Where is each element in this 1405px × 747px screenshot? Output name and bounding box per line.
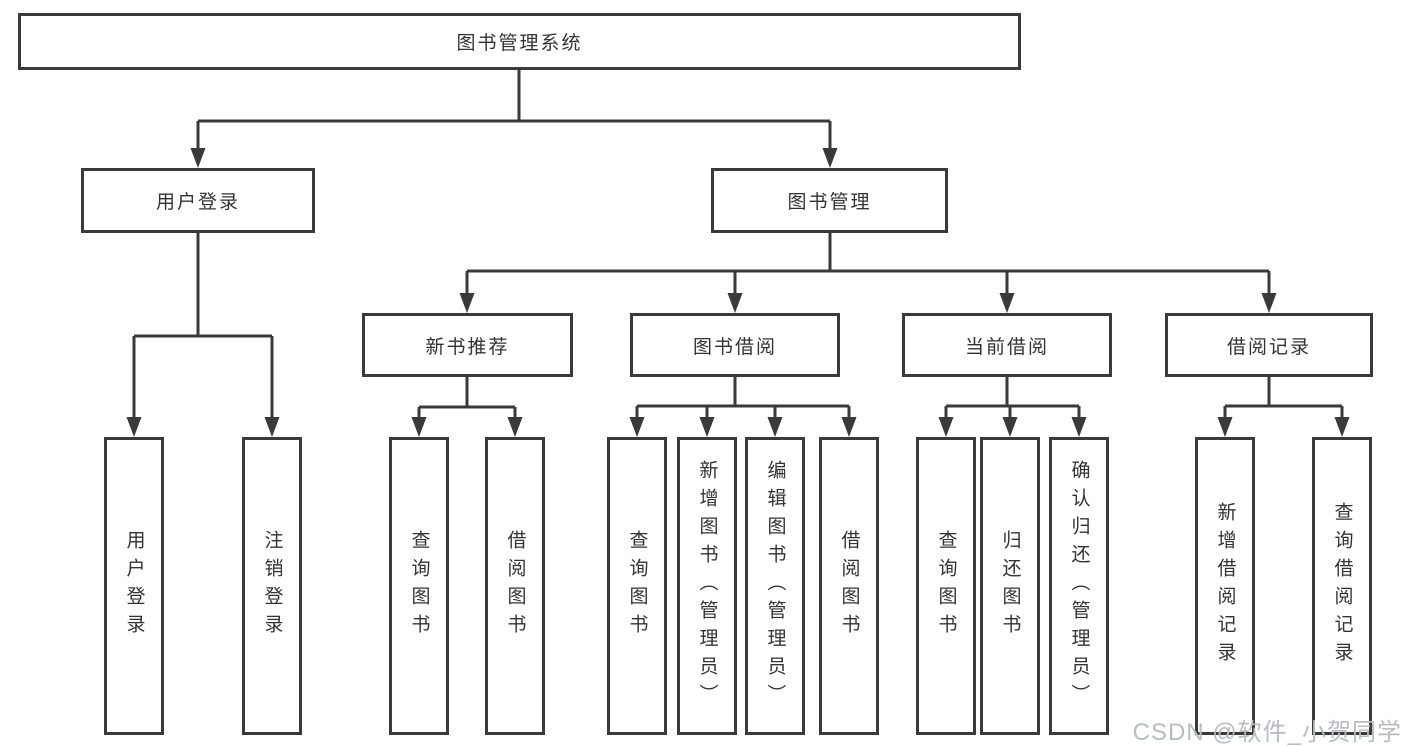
arrowhead-icon <box>411 417 427 437</box>
connector-path <box>132 233 274 421</box>
node-root: 图书管理系统 <box>18 13 1021 70</box>
node-leaf-add-borrow-record: 新增借阅记录 <box>1195 437 1255 735</box>
node-label: 查询图书 <box>408 530 430 642</box>
node-label: 查询借阅记录 <box>1331 502 1353 670</box>
node-label: 用户登录 <box>123 530 145 642</box>
arrowhead-icon <box>507 417 523 437</box>
connector-path <box>196 70 832 152</box>
arrowhead-icon <box>938 417 954 437</box>
arrowhead-icon <box>1217 417 1233 437</box>
node-leaf-return-book: 归还图书 <box>980 437 1040 735</box>
node-label: 编辑图书（管理员） <box>764 460 786 712</box>
arrowhead-icon <box>190 148 206 168</box>
node-label: 查询图书 <box>626 530 648 642</box>
node-leaf-query-book-current: 查询图书 <box>916 437 976 735</box>
node-new-book-recommend: 新书推荐 <box>362 313 573 377</box>
arrowhead-icon <box>767 417 783 437</box>
node-leaf-borrow-book-recommend: 借阅图书 <box>485 437 545 735</box>
connector-path <box>465 233 1271 297</box>
arrowhead-icon <box>1002 417 1018 437</box>
node-label: 借阅图书 <box>504 530 526 642</box>
node-leaf-confirm-return-admin: 确认归还（管理员） <box>1049 437 1109 735</box>
node-leaf-add-book-admin: 新增图书（管理员） <box>677 437 737 735</box>
node-current-borrow: 当前借阅 <box>902 313 1112 377</box>
arrowhead-icon <box>1334 417 1350 437</box>
node-label: 查询图书 <box>935 530 957 642</box>
node-leaf-query-book-borrow: 查询图书 <box>607 437 667 735</box>
node-book-borrow: 图书借阅 <box>630 313 840 377</box>
node-borrow-records: 借阅记录 <box>1165 313 1373 377</box>
node-leaf-logout: 注销登录 <box>242 437 302 735</box>
connector-path <box>417 377 517 421</box>
node-label: 确认归还（管理员） <box>1068 460 1090 712</box>
arrowhead-icon <box>841 417 857 437</box>
arrowhead-icon <box>1261 293 1277 313</box>
node-user-login: 用户登录 <box>81 168 315 233</box>
connector-path <box>944 377 1081 421</box>
node-book-management: 图书管理 <box>711 168 948 233</box>
arrowhead-icon <box>1071 417 1087 437</box>
arrowhead-icon <box>822 148 838 168</box>
connector-path <box>1223 377 1344 421</box>
node-label: 注销登录 <box>261 530 283 642</box>
node-label: 新增借阅记录 <box>1214 502 1236 670</box>
node-label: 归还图书 <box>999 530 1021 642</box>
arrowhead-icon <box>699 417 715 437</box>
node-leaf-query-book-recommend: 查询图书 <box>389 437 449 735</box>
node-leaf-edit-book-admin: 编辑图书（管理员） <box>745 437 805 735</box>
node-label: 新增图书（管理员） <box>696 460 718 712</box>
arrowhead-icon <box>999 293 1015 313</box>
arrowhead-icon <box>264 417 280 437</box>
node-leaf-user-login: 用户登录 <box>104 437 164 735</box>
arrowhead-icon <box>459 293 475 313</box>
arrowhead-icon <box>629 417 645 437</box>
node-label: 借阅图书 <box>838 530 860 642</box>
connector-path <box>635 377 851 421</box>
arrowhead-icon <box>727 293 743 313</box>
node-leaf-query-borrow-record: 查询借阅记录 <box>1312 437 1372 735</box>
watermark: CSDN @软件_小贺同学 <box>1132 719 1402 746</box>
arrowhead-icon <box>126 417 142 437</box>
node-leaf-borrow-book: 借阅图书 <box>819 437 879 735</box>
